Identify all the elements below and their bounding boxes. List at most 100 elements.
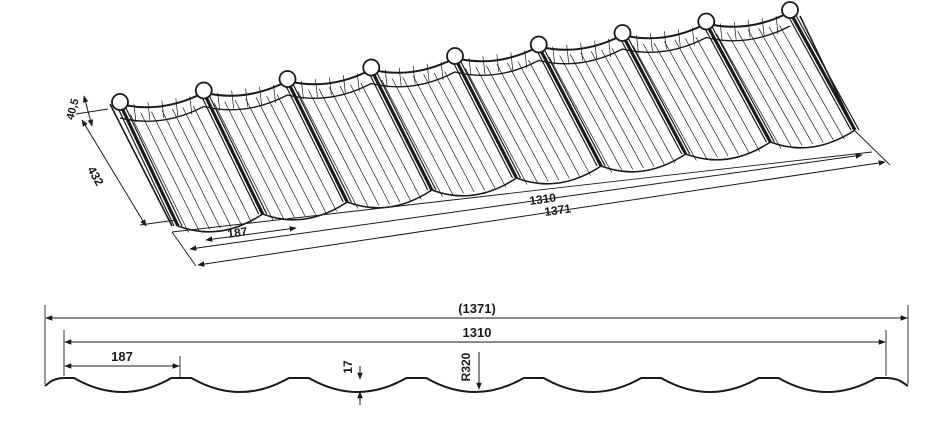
iso-step-tick bbox=[733, 21, 737, 40]
profile-label-r320: R320 bbox=[459, 352, 473, 381]
iso-step-tick bbox=[175, 98, 179, 117]
iso-dimension-line-1371 bbox=[197, 160, 886, 267]
iso-step-tick bbox=[231, 90, 235, 109]
iso-hatch-line bbox=[423, 74, 486, 191]
iso-ridge-line bbox=[625, 34, 691, 155]
iso-dimension-step-height: 40,5 bbox=[65, 95, 94, 127]
iso-step-tick bbox=[273, 84, 276, 103]
iso-dimension-wave-pitch: 187 bbox=[205, 224, 297, 242]
iso-ridge-line bbox=[458, 57, 522, 179]
iso-hatch-line bbox=[255, 97, 316, 215]
iso-step-tick bbox=[552, 46, 556, 65]
iso-ridge-line bbox=[534, 46, 598, 167]
iso-step-tick bbox=[217, 92, 221, 111]
iso-left-end bbox=[109, 103, 173, 227]
profile-dimension-wave-pitch: 187 bbox=[64, 349, 180, 369]
iso-hatch-line bbox=[758, 28, 824, 143]
iso-step-tick bbox=[677, 29, 681, 48]
iso-step-tick bbox=[566, 44, 570, 63]
iso-step-tick bbox=[412, 65, 416, 84]
iso-hatch-line bbox=[381, 79, 443, 197]
iso-hatch-line bbox=[664, 41, 729, 157]
iso-hatch-line bbox=[318, 88, 380, 206]
iso-hatch-line bbox=[590, 51, 655, 167]
iso-hatch-line bbox=[716, 33, 782, 149]
iso-ridge-cap bbox=[446, 47, 464, 65]
iso-step-tick bbox=[147, 102, 151, 121]
iso-ridge-cap bbox=[697, 12, 716, 31]
profile-dimension-radius: R320 bbox=[459, 352, 482, 390]
iso-ridge-line bbox=[202, 91, 265, 215]
iso-hatch-line bbox=[266, 95, 327, 214]
iso-hatch-line bbox=[402, 77, 464, 194]
iso-step-tick bbox=[342, 75, 346, 94]
iso-hatch-line bbox=[737, 31, 803, 146]
profile-label-187: 187 bbox=[111, 349, 133, 364]
iso-step-tick bbox=[189, 96, 193, 115]
profile-dimension-depth: 17 bbox=[341, 360, 363, 405]
profile-label-17: 17 bbox=[341, 360, 355, 374]
iso-step-tick bbox=[482, 56, 486, 75]
iso-hatch-line bbox=[224, 101, 285, 220]
iso-label-187: 187 bbox=[226, 224, 248, 241]
iso-ridge-line bbox=[617, 34, 683, 155]
iso-dimension-total-length: 1371 bbox=[171, 127, 891, 267]
iso-hatch-line bbox=[601, 49, 665, 166]
iso-hatch-line bbox=[726, 32, 792, 148]
iso-step-tick bbox=[650, 33, 653, 52]
iso-hatch-line bbox=[465, 68, 528, 185]
iso-step-tick bbox=[775, 15, 779, 34]
profile-wave-line bbox=[44, 377, 909, 393]
iso-ridge-line bbox=[453, 57, 518, 179]
profile-label-1371: (1371) bbox=[458, 301, 496, 316]
iso-step-tick bbox=[761, 17, 765, 36]
iso-hatch-line bbox=[611, 48, 676, 164]
iso-step-tick bbox=[356, 73, 360, 92]
isometric-sheet-view: 1310 1371 187 432 40,5 bbox=[65, 1, 891, 267]
iso-step-tick bbox=[608, 38, 611, 57]
iso-ridge-cap bbox=[529, 35, 548, 54]
iso-step-tick bbox=[315, 79, 318, 98]
iso-hatch-line bbox=[569, 54, 634, 170]
iso-ridge-line bbox=[621, 34, 688, 155]
iso-step-tick bbox=[468, 58, 472, 77]
iso-hatch-line bbox=[674, 39, 739, 155]
iso-hatch-line bbox=[559, 55, 623, 172]
profile-dimension-effective-length: 1310 bbox=[64, 325, 886, 345]
iso-extension-right bbox=[851, 127, 891, 166]
iso-hatch-line bbox=[632, 45, 697, 161]
iso-ridge-line bbox=[709, 23, 775, 143]
iso-hatch-line bbox=[747, 29, 813, 145]
iso-hatch-line bbox=[685, 38, 750, 154]
iso-dimension-line-187 bbox=[205, 226, 297, 242]
iso-dimension-line-40-5 bbox=[82, 95, 94, 127]
iso-hatch-line bbox=[779, 25, 845, 140]
iso-hatch-line bbox=[297, 91, 359, 209]
iso-ridge-line bbox=[369, 68, 434, 191]
iso-hatch-line bbox=[350, 84, 412, 202]
iso-hatch-line bbox=[234, 100, 295, 218]
iso-front-edge bbox=[177, 129, 856, 233]
iso-step-tick bbox=[636, 35, 639, 54]
iso-step-tick bbox=[747, 19, 751, 38]
iso-hatch-line bbox=[548, 56, 613, 173]
iso-hatch-line bbox=[695, 36, 761, 152]
iso-hatch-line bbox=[433, 72, 496, 190]
iso-step-tick bbox=[510, 52, 514, 71]
iso-hatch-line bbox=[517, 61, 581, 178]
iso-ridge-line bbox=[537, 45, 603, 167]
iso-ridge-line bbox=[115, 103, 175, 227]
iso-step-tick bbox=[664, 31, 667, 50]
iso-step-tick bbox=[426, 63, 430, 82]
iso-step-tick bbox=[691, 27, 695, 46]
iso-ridge-cap bbox=[781, 1, 799, 19]
iso-step-tick bbox=[440, 61, 444, 80]
iso-extension-1310-right bbox=[171, 151, 873, 233]
isometric-sheet-body bbox=[109, 1, 860, 233]
iso-extension-width-top bbox=[75, 108, 109, 115]
iso-hatch-line bbox=[182, 107, 242, 226]
iso-ridge-line bbox=[785, 11, 852, 131]
iso-step-tick bbox=[496, 54, 500, 73]
iso-dimension-width: 432 bbox=[75, 108, 177, 227]
